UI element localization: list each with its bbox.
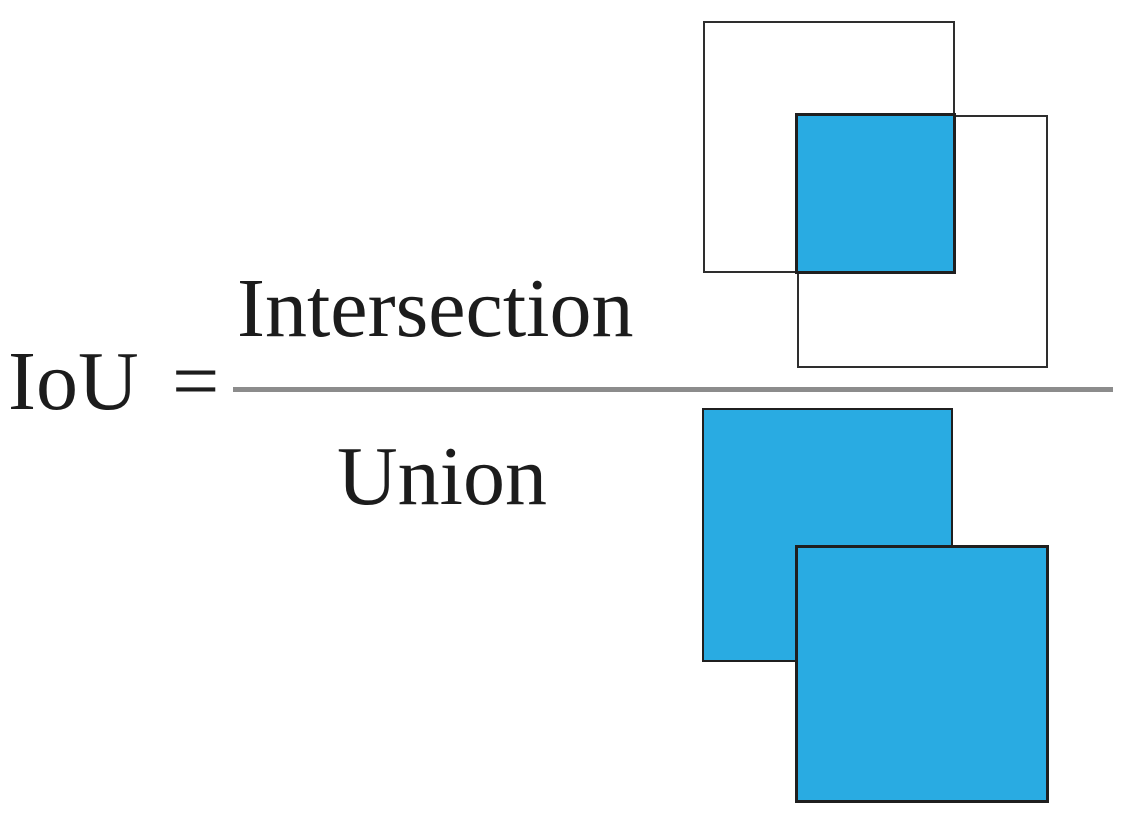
- equals-sign: =: [172, 335, 220, 428]
- fraction-numerator-label: Intersection: [237, 262, 634, 355]
- union-diagram-box-front: [795, 545, 1049, 803]
- iou-label: IoU: [8, 335, 139, 428]
- fraction-denominator-label: Union: [337, 430, 547, 523]
- intersection-overlap-region: [795, 113, 956, 274]
- fraction-bar: [233, 387, 1113, 392]
